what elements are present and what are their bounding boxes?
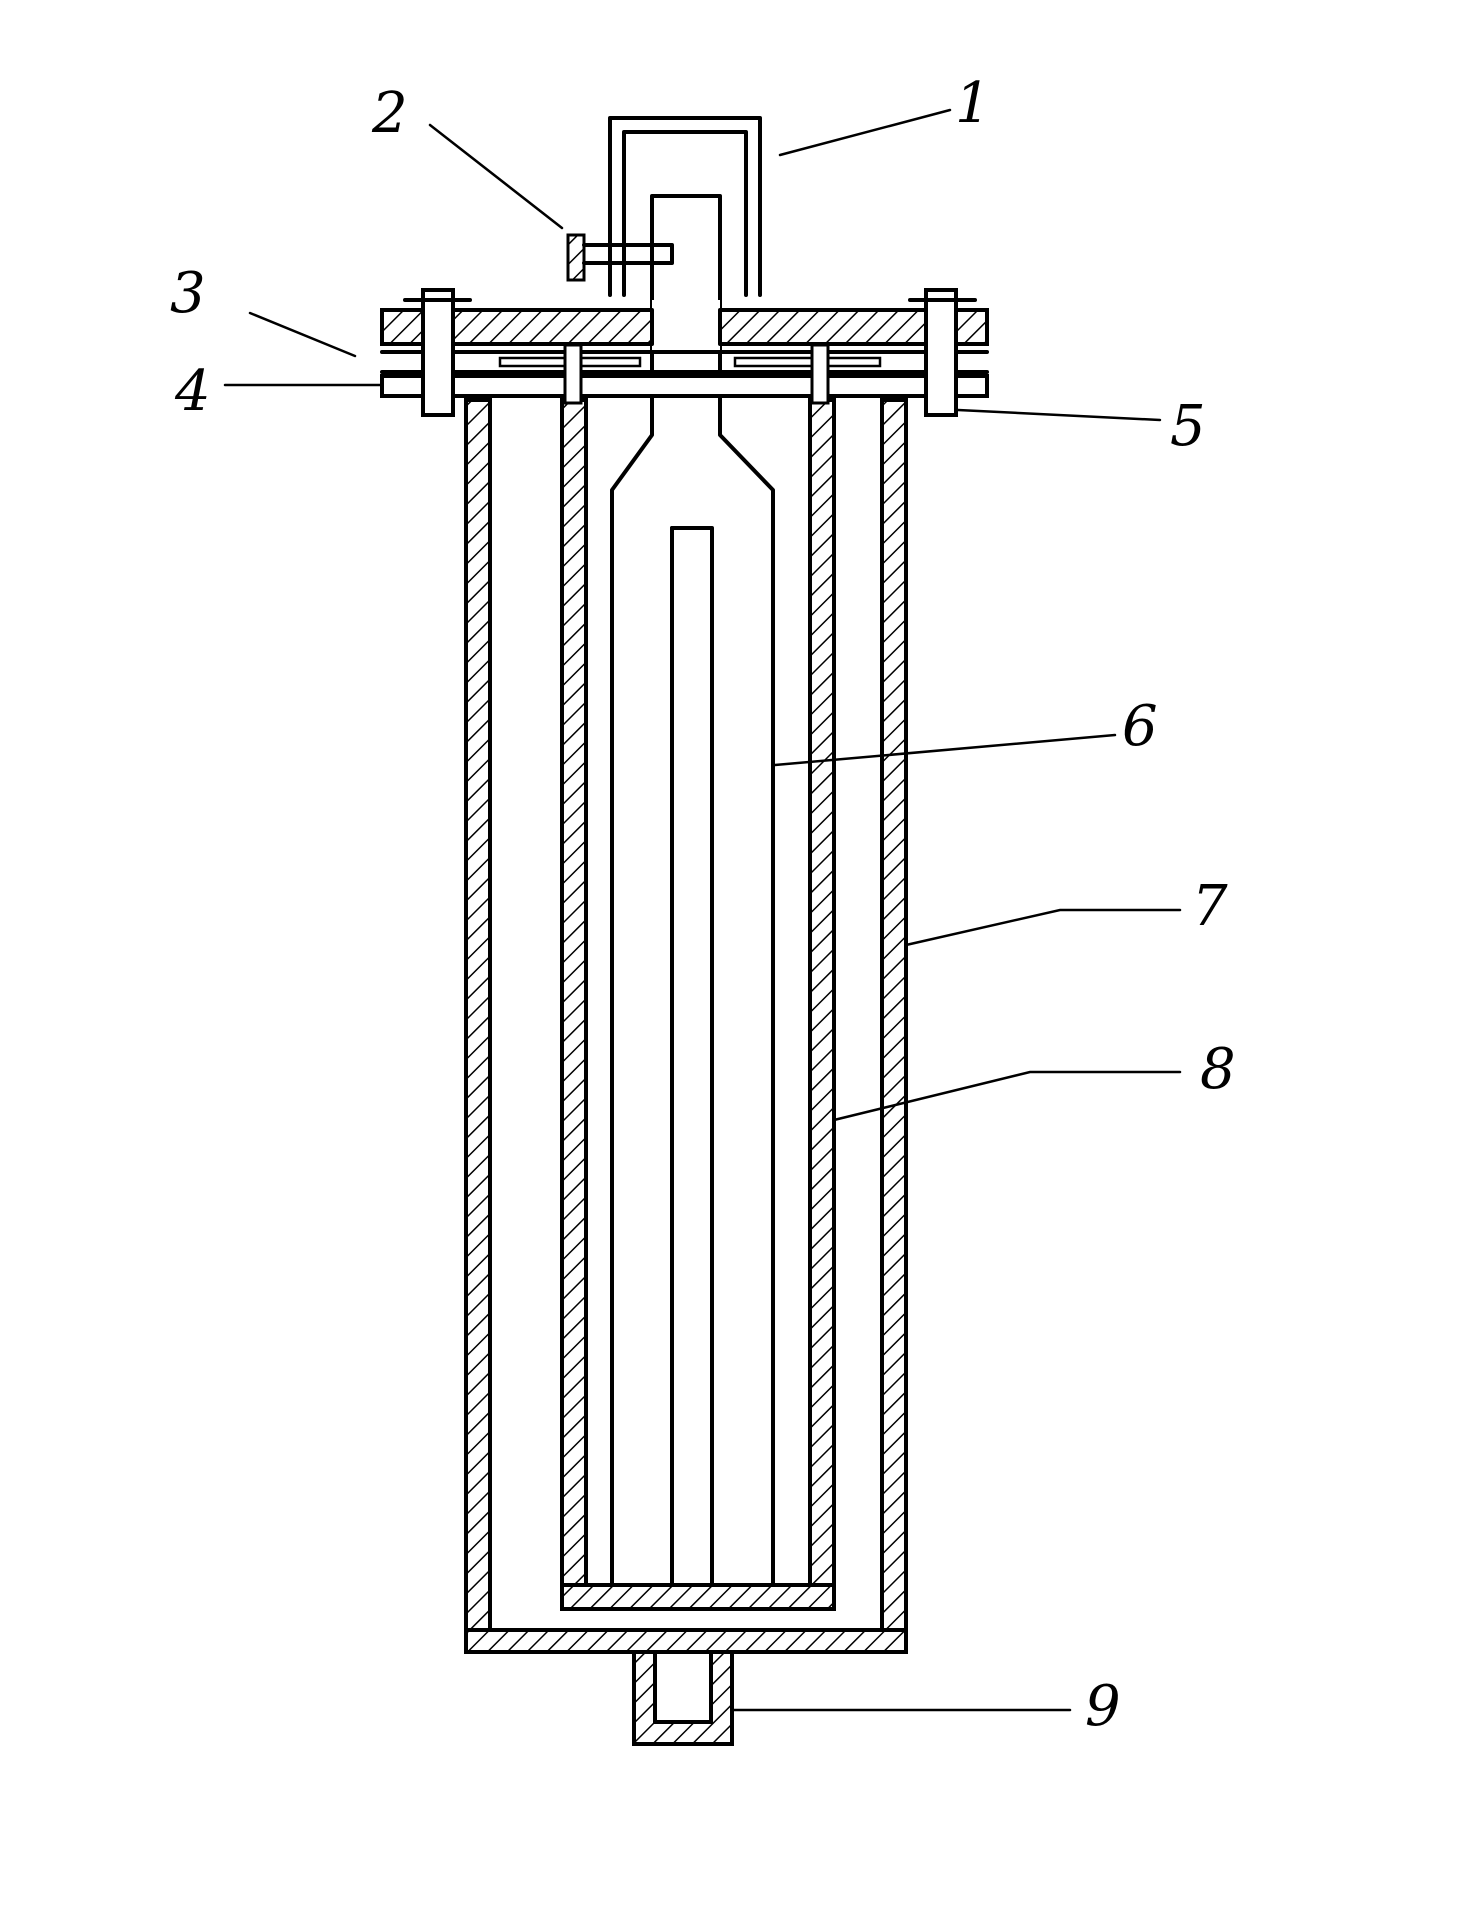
left-bolt — [403, 288, 472, 417]
outer-vessel — [464, 398, 908, 1744]
label-9: 9 — [1085, 1674, 1121, 1739]
drain-outlet — [632, 1650, 734, 1746]
label-6: 6 — [1122, 694, 1158, 759]
label-8: 8 — [1200, 1037, 1236, 1102]
top-flange — [380, 300, 989, 350]
inner-cartridge — [560, 343, 836, 1611]
label-4: 4 — [174, 359, 211, 424]
reference-labels: 1 2 3 4 5 6 7 8 9 — [170, 71, 1236, 1739]
label-7: 7 — [1192, 874, 1228, 939]
side-valve — [566, 233, 674, 282]
central-stem — [610, 194, 775, 1587]
label-1: 1 — [955, 71, 991, 136]
top-cap — [608, 116, 762, 297]
label-2: 2 — [371, 81, 408, 146]
right-bolt — [908, 288, 977, 417]
leader-lines — [223, 108, 1182, 1712]
lower-flange — [380, 374, 989, 398]
label-3: 3 — [170, 261, 206, 326]
label-5: 5 — [1170, 394, 1206, 459]
gasket-layer — [380, 350, 989, 374]
